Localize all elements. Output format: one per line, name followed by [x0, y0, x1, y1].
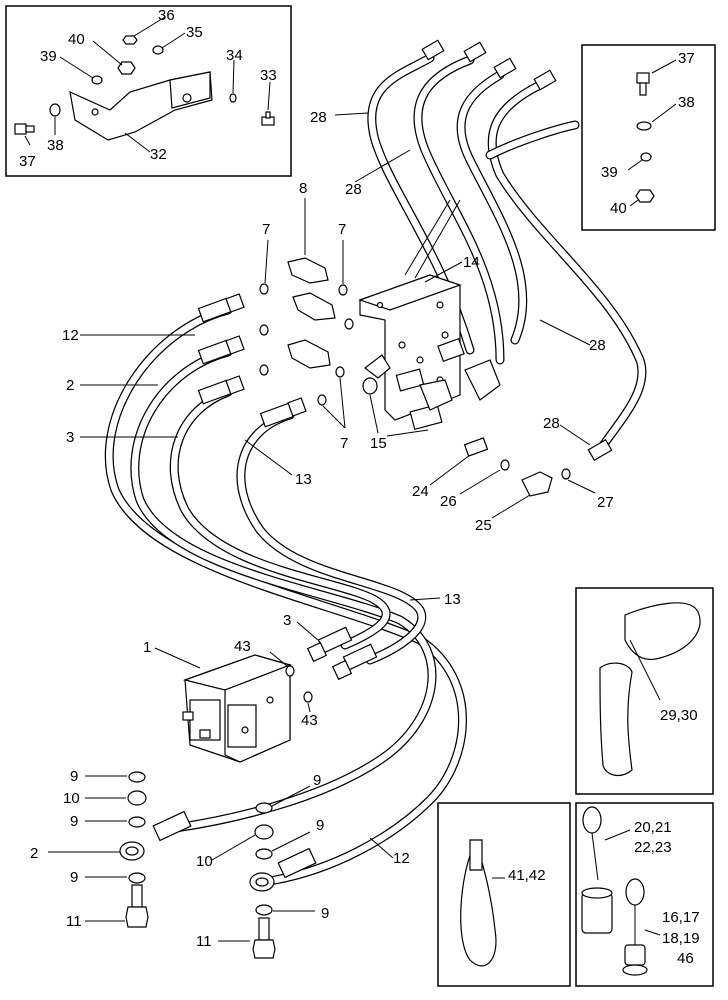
bracket-32 [69, 71, 213, 141]
callout-2b: 2 [30, 845, 38, 862]
callout-9e: 9 [316, 817, 324, 834]
callout-12a: 12 [62, 327, 79, 344]
callout-9d: 9 [313, 772, 321, 789]
hoses-28 [367, 39, 647, 462]
callout-2a: 2 [66, 377, 74, 394]
washer-35 [152, 45, 164, 55]
callout-28b: 28 [345, 181, 362, 198]
callout-46: 46 [677, 950, 694, 967]
callout-41-42: 41,42 [508, 867, 546, 884]
washers-left [127, 771, 147, 884]
elbow-25 [521, 471, 553, 497]
callout-10a: 10 [63, 790, 80, 807]
callout-16-17: 16,17 [662, 909, 700, 926]
callout-15: 15 [370, 435, 387, 452]
elbows-8 [287, 257, 336, 369]
bolt-37-inset [14, 123, 35, 135]
callout-3a: 3 [66, 429, 74, 446]
oring-43a [285, 665, 295, 677]
strap-inset-box [437, 802, 571, 987]
bolt-37 [636, 72, 650, 96]
protective-sleeve [599, 602, 701, 777]
callout-32: 32 [150, 146, 167, 163]
nut-36 [122, 35, 138, 45]
hardware-inset-box [581, 44, 716, 231]
callout-20-21: 20,21 [634, 819, 672, 836]
oring-43b [303, 691, 313, 703]
callout-38b: 38 [678, 94, 695, 111]
callout-43b: 43 [301, 712, 318, 729]
callout-38: 38 [47, 137, 64, 154]
hoses-lower [104, 293, 467, 892]
couplers-15 [362, 337, 501, 431]
callout-33: 33 [260, 67, 277, 84]
callout-7a: 7 [262, 221, 270, 238]
bracket-inset-box [5, 5, 292, 177]
callout-18-19: 18,19 [662, 930, 700, 947]
hose-strap [460, 839, 505, 967]
dust-cap-inset-box [575, 802, 714, 987]
callout-22-23: 22,23 [634, 839, 672, 856]
callout-11b: 11 [196, 933, 212, 950]
lockwasher-39-inset [91, 75, 103, 85]
callout-9f: 9 [321, 905, 329, 922]
banjo-bolt-11a [125, 884, 149, 928]
callout-13a: 13 [295, 471, 312, 488]
oring-26 [500, 459, 510, 471]
callout-25: 25 [475, 517, 492, 534]
callout-40b: 40 [610, 200, 627, 217]
callout-35: 35 [186, 24, 203, 41]
callout-28a: 28 [310, 109, 327, 126]
screw-33 [261, 111, 275, 126]
washer-38 [636, 121, 652, 131]
callout-43a: 43 [234, 638, 251, 655]
callout-34: 34 [226, 47, 243, 64]
nut-40 [635, 189, 655, 203]
callout-24: 24 [412, 483, 429, 500]
control-valve-1 [182, 654, 292, 763]
washers-middle [254, 802, 274, 916]
dust-cap-large [581, 806, 613, 934]
lockwasher-39 [640, 152, 652, 162]
nut-40-inset [117, 61, 136, 75]
callout-27: 27 [597, 494, 614, 511]
callout-3b: 3 [283, 612, 291, 629]
callout-28d: 28 [543, 415, 560, 432]
callout-7c: 7 [340, 435, 348, 452]
callout-1: 1 [143, 639, 151, 656]
oring-27 [561, 468, 571, 480]
sleeve-inset-box [575, 587, 714, 795]
callout-9b: 9 [70, 813, 78, 830]
callout-26: 26 [440, 493, 457, 510]
callout-39: 39 [40, 48, 57, 65]
callout-14: 14 [463, 254, 480, 271]
callout-12b: 12 [393, 850, 410, 867]
washer-34 [229, 93, 237, 103]
dust-cap-small [622, 878, 648, 976]
orings-7 [259, 283, 354, 406]
callout-9a: 9 [70, 768, 78, 785]
adapter-24 [463, 437, 489, 457]
callout-29-30: 29,30 [660, 707, 698, 724]
callout-7b: 7 [338, 221, 346, 238]
callout-37: 37 [19, 153, 36, 170]
callout-37b: 37 [678, 50, 695, 67]
callout-13b: 13 [444, 591, 461, 608]
banjo-bolt-11b [252, 917, 276, 959]
callout-36: 36 [158, 7, 175, 24]
callout-10b: 10 [196, 853, 213, 870]
callout-11a: 11 [66, 913, 82, 930]
callout-28c: 28 [589, 337, 606, 354]
callout-40: 40 [68, 31, 85, 48]
callout-9c: 9 [70, 869, 78, 886]
callout-8: 8 [299, 180, 307, 197]
washer-38-inset [49, 103, 61, 117]
callout-39b: 39 [601, 164, 618, 181]
